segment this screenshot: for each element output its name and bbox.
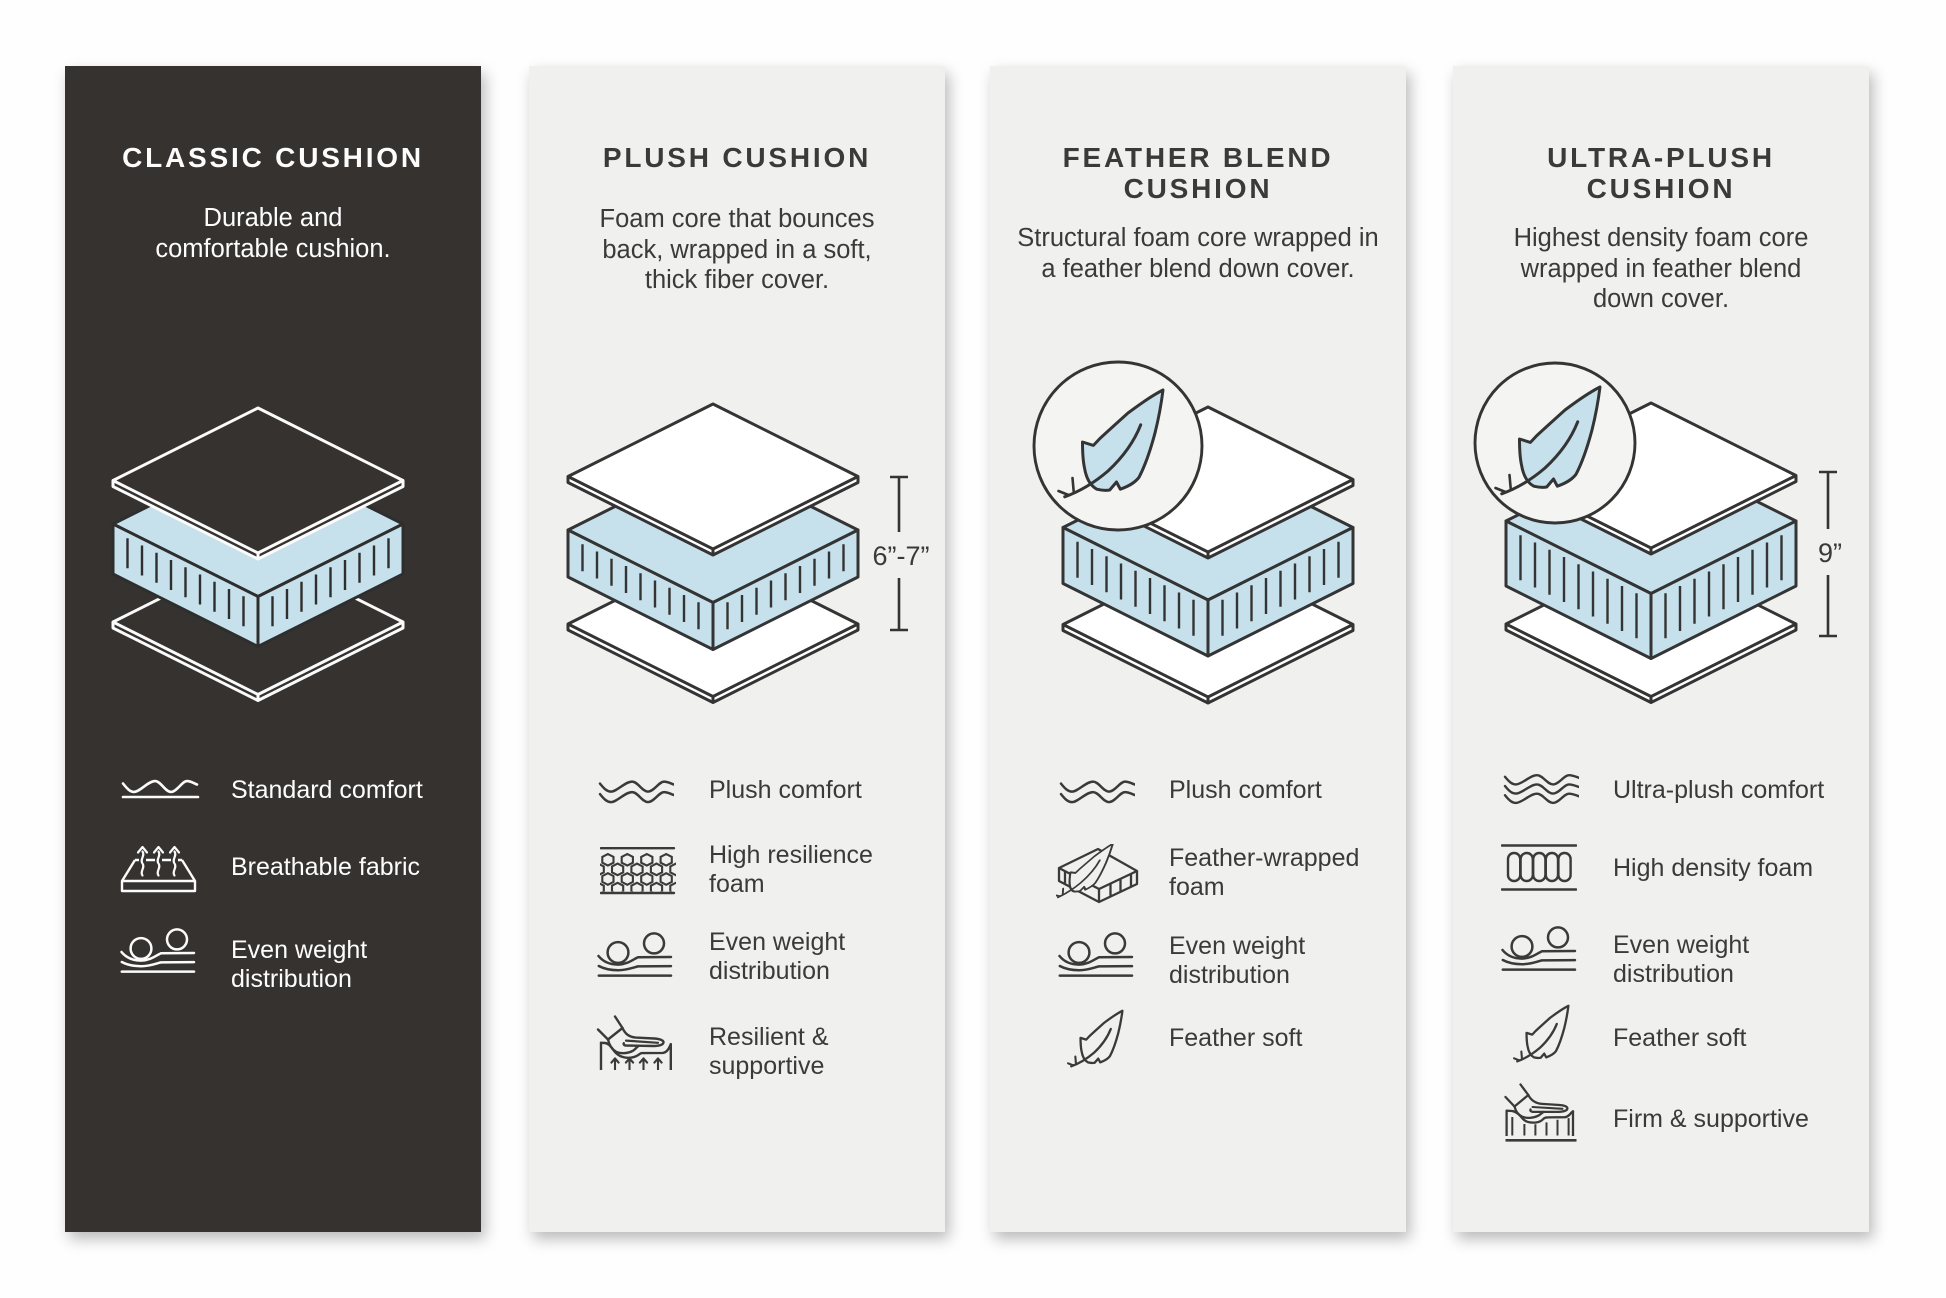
svg-text:6”-7”: 6”-7” [872, 541, 929, 571]
svg-text:9”: 9” [1818, 538, 1842, 568]
